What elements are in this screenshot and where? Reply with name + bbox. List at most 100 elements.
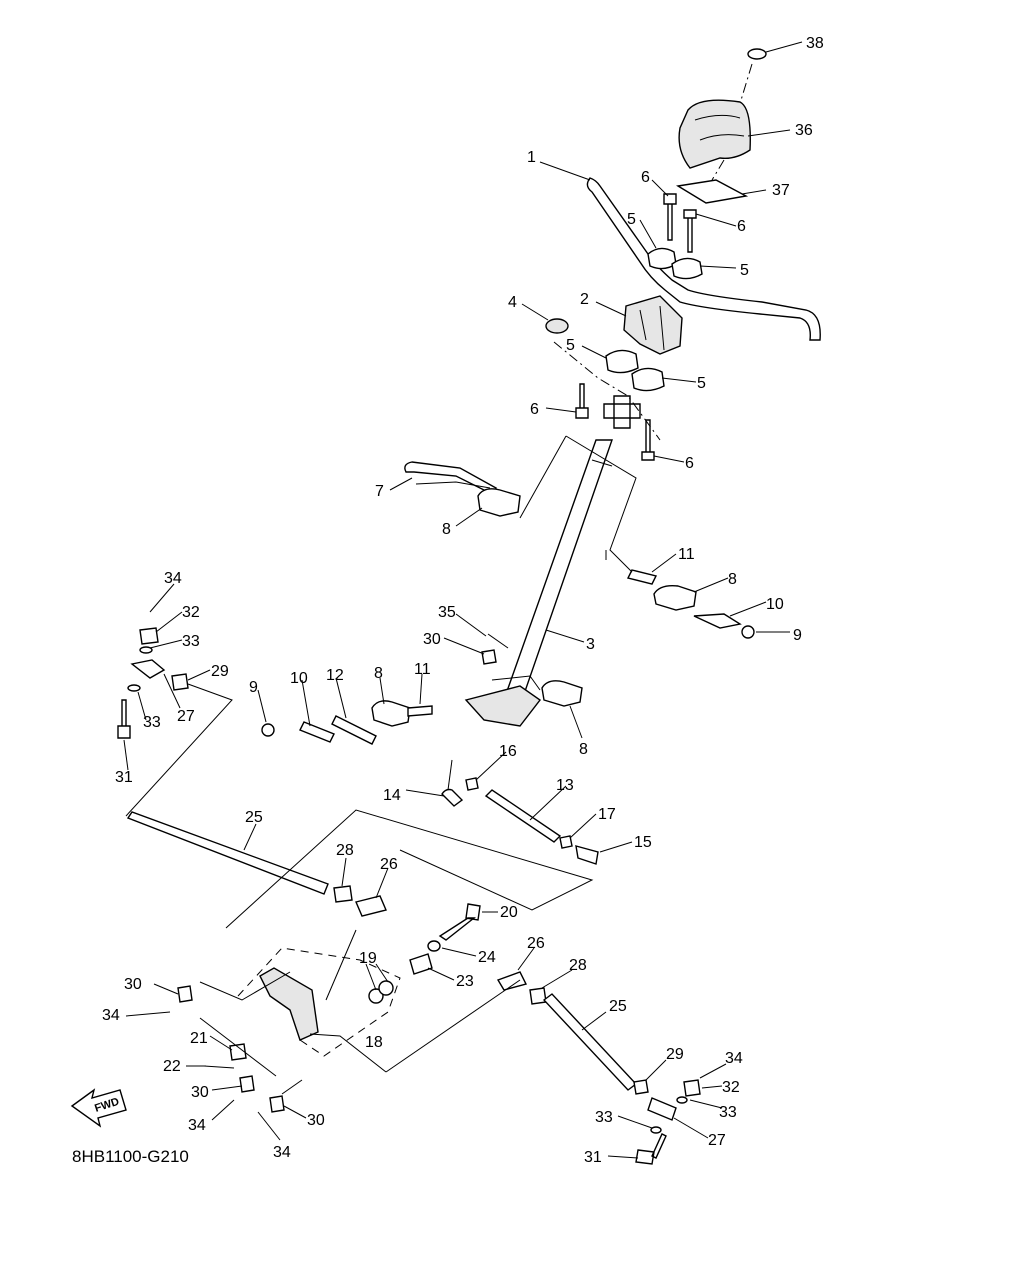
- part-3-steering-column: [505, 439, 613, 701]
- part-9-nut-b: [261, 723, 275, 737]
- part-20-bolt: [438, 903, 481, 941]
- part-8-holder-b: [653, 584, 697, 611]
- callout-34b: 34: [102, 1007, 120, 1024]
- part-21-collar: [229, 1043, 247, 1061]
- callout-5b: 5: [740, 262, 749, 279]
- callout-34e: 34: [725, 1050, 743, 1067]
- callout-27b: 27: [708, 1132, 726, 1149]
- drawing-code: 8HB1100-G210: [72, 1147, 189, 1166]
- part-19-bearing-b: [378, 980, 394, 996]
- callout-25b: 25: [609, 998, 627, 1015]
- callout-7: 7: [375, 483, 384, 500]
- callout-28b: 28: [569, 957, 587, 974]
- part-33-washer-b: [127, 684, 141, 692]
- part-33-washer-a: [139, 646, 153, 654]
- callout-8a: 8: [442, 521, 451, 538]
- part-33-washer-c: [676, 1096, 688, 1104]
- callout-20: 20: [500, 904, 518, 921]
- callout-5d: 5: [697, 375, 706, 392]
- callout-33c: 33: [719, 1104, 737, 1121]
- part-37-sticker: [676, 179, 749, 204]
- callout-35: 35: [438, 604, 456, 621]
- part-33-washer-d: [650, 1126, 662, 1134]
- part-32-nut-b: [683, 1079, 701, 1097]
- callout-3: 3: [586, 636, 595, 653]
- part-7-bracket: [404, 461, 498, 495]
- callout-5c: 5: [566, 337, 575, 354]
- part-9-nut-a: [741, 625, 755, 639]
- callout-11a: 11: [678, 546, 695, 563]
- part-25-rod-a: [126, 811, 329, 895]
- callout-19: 19: [359, 950, 377, 967]
- part-8-holder-d: [541, 680, 583, 707]
- callout-29b: 29: [666, 1046, 684, 1063]
- part-29-nut-a: [171, 673, 189, 691]
- callout-29a: 29: [211, 663, 229, 680]
- part-5-clamp-b: [671, 257, 703, 280]
- part-31-bolt-a: [117, 699, 131, 739]
- part-26-rod-end-a: [355, 895, 387, 917]
- callout-30d: 30: [307, 1112, 325, 1129]
- callout-25a: 25: [245, 809, 263, 826]
- callout-14: 14: [383, 787, 401, 804]
- callout-10a: 10: [766, 596, 784, 613]
- part-32-nut-a: [139, 627, 159, 645]
- part-38-washer: [747, 48, 767, 60]
- part-6-bolt-c: [575, 383, 589, 419]
- part-23-sleeve: [409, 953, 433, 975]
- callout-36: 36: [795, 122, 813, 139]
- callout-12: 12: [326, 667, 344, 684]
- callout-22: 22: [163, 1058, 181, 1075]
- part-5-clamp-c: [605, 349, 639, 374]
- callout-17: 17: [598, 806, 616, 823]
- part-27-ball-joint-b: [647, 1097, 677, 1121]
- callout-6c: 6: [530, 401, 539, 418]
- callout-8d: 8: [579, 741, 588, 758]
- callout-26b: 26: [527, 935, 545, 952]
- part-15-tie-rod-end: [575, 845, 599, 865]
- part-35-pin: [487, 633, 509, 649]
- part-16-nut: [465, 777, 479, 791]
- callout-9b: 9: [249, 679, 258, 696]
- callout-23: 23: [456, 973, 474, 990]
- callout-27a: 27: [177, 708, 195, 725]
- part-30-nut-c: [239, 1075, 255, 1093]
- callout-11b: 11: [414, 661, 431, 678]
- callout-32a: 32: [182, 604, 200, 621]
- callout-8c: 8: [374, 665, 383, 682]
- fwd-arrow-icon: FWD: [70, 1088, 127, 1128]
- part-30-nut-a: [481, 649, 497, 665]
- callout-1: 1: [527, 149, 536, 166]
- callout-38: 38: [806, 35, 824, 52]
- callout-30b: 30: [124, 976, 142, 993]
- callout-16: 16: [499, 743, 517, 760]
- callout-33d: 33: [595, 1109, 613, 1126]
- callout-4: 4: [508, 294, 517, 311]
- universal-joint: [603, 395, 641, 429]
- part-36-cover: [678, 99, 751, 169]
- callout-15: 15: [634, 834, 652, 851]
- callout-18: 18: [365, 1034, 383, 1051]
- part-6-bolt-b: [683, 209, 697, 253]
- callout-37: 37: [772, 182, 790, 199]
- callout-31a: 31: [115, 769, 133, 786]
- callout-34c: 34: [188, 1117, 206, 1134]
- callout-13: 13: [556, 777, 574, 794]
- column-flange: [464, 685, 542, 727]
- callout-30a: 30: [423, 631, 441, 648]
- callout-30c: 30: [191, 1084, 209, 1101]
- part-24-washer: [427, 940, 441, 952]
- callout-34a: 34: [164, 570, 182, 587]
- callout-6d: 6: [685, 455, 694, 472]
- callout-6a: 6: [641, 169, 650, 186]
- callout-31b: 31: [584, 1149, 602, 1166]
- part-14-tie-rod-end: [441, 788, 464, 807]
- part-30-nut-d: [269, 1095, 285, 1113]
- part-17-nut: [559, 835, 573, 849]
- part-2-holder: [623, 295, 683, 355]
- part-31-bolt-b: [635, 1133, 667, 1165]
- part-11-bushing-a: [626, 569, 658, 585]
- part-6-bolt-a: [663, 193, 677, 241]
- part-4-cap: [545, 318, 569, 334]
- part-27-ball-joint-a: [130, 659, 166, 679]
